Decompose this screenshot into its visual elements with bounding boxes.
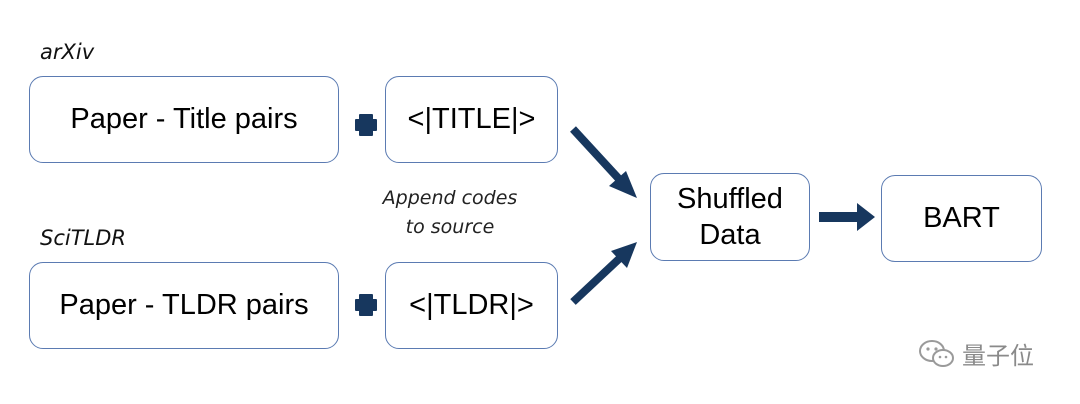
title-code-box: <|TITLE|> [385, 76, 558, 163]
arrow-icon [819, 203, 875, 231]
title-code-text: <|TITLE|> [407, 103, 536, 136]
bart-model-box: BART [881, 175, 1042, 262]
shuffled-data-line-2: Data [699, 219, 761, 251]
shuffled-data-box: Shuffled Data [650, 173, 810, 261]
paper-tldr-pairs-text: Paper - TLDR pairs [59, 289, 309, 322]
caption-line-2: to source [405, 216, 495, 239]
tldr-code-text: <|TLDR|> [409, 289, 534, 322]
append-codes-caption: Append codes to source [364, 184, 536, 243]
tldr-code-box: <|TLDR|> [385, 262, 558, 349]
shuffled-data-line-1: Shuffled [677, 182, 783, 215]
source-label-arxiv: arXiv [40, 40, 95, 64]
arrow-icon [570, 126, 637, 198]
paper-title-pairs-text: Paper - Title pairs [70, 103, 298, 136]
paper-tldr-pairs-box: Paper - TLDR pairs [29, 262, 339, 349]
plus-icon [355, 114, 377, 136]
arrow-icon [570, 242, 637, 305]
caption-line-1: Append codes [382, 187, 518, 209]
bart-model-text: BART [923, 202, 1000, 235]
plus-icon [355, 294, 377, 316]
source-label-scitldr: SciTLDR [40, 226, 126, 250]
watermark: 量子位 [918, 336, 1034, 371]
wechat-logo-icon [919, 339, 954, 367]
paper-title-pairs-box: Paper - Title pairs [29, 76, 339, 163]
watermark-text: 量子位 [962, 342, 1034, 370]
